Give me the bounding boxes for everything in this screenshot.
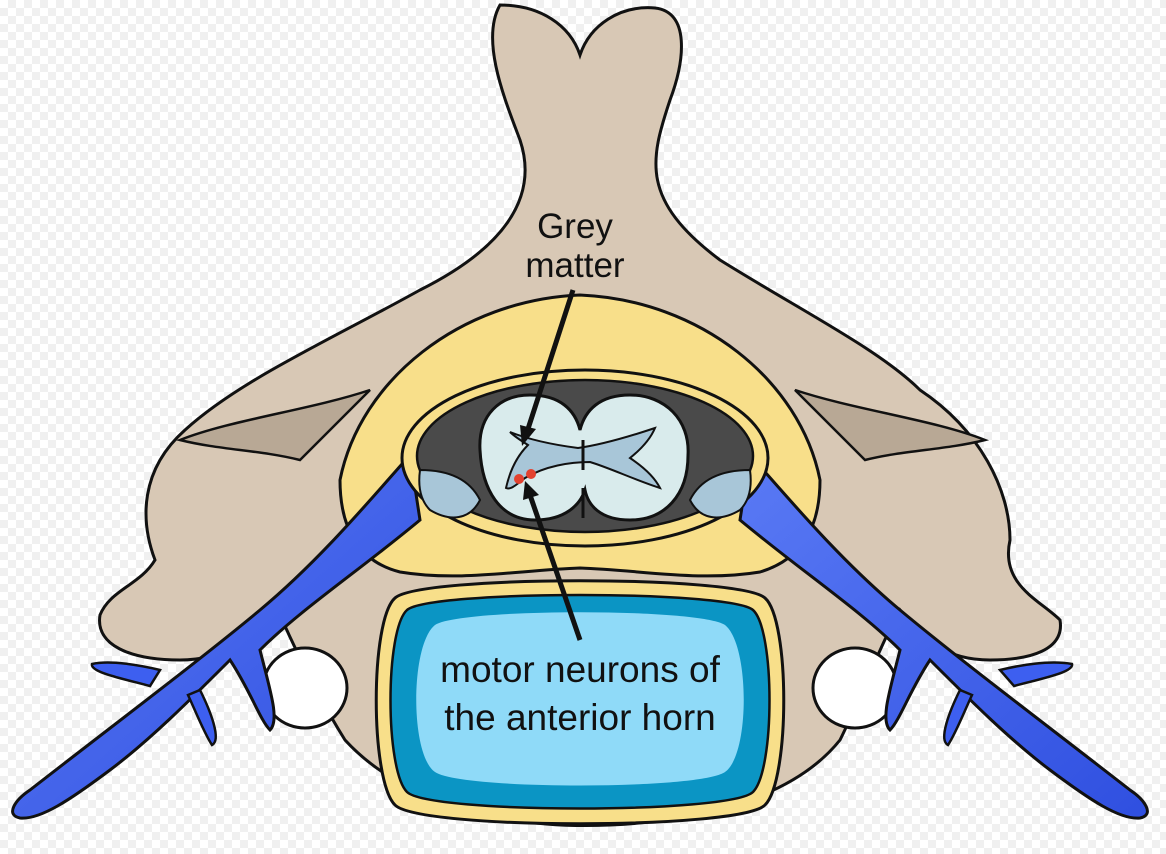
grey-matter-label: Grey matter	[470, 207, 680, 285]
left-nerve-branch	[90, 661, 162, 688]
left-nerve-branch-lower	[186, 688, 217, 747]
motor-neurons-label-line-2: the anterior horn	[444, 697, 716, 739]
left-spinal-nerve	[11, 451, 422, 820]
motor-neurons-label-line-1: motor neurons of	[440, 649, 720, 690]
right-spinal-nerve	[738, 451, 1149, 820]
right-process-shade	[794, 388, 990, 462]
grey-matter-arrow	[524, 289, 576, 433]
motor-neuron-dot	[526, 469, 536, 479]
left-foramen	[261, 646, 349, 730]
grey-matter-arrowhead	[520, 425, 536, 446]
right-nerve-branch	[997, 661, 1074, 688]
arachnoid-right	[688, 468, 752, 519]
motor-neuron-arrowhead	[523, 481, 539, 500]
motor-neuron-dot	[514, 474, 524, 484]
arachnoid-left	[418, 468, 482, 519]
disc-nucleus	[416, 612, 744, 786]
left-process-shade	[175, 388, 371, 462]
grey-matter-label-line-2: matter	[525, 245, 625, 285]
grey-matter-label-line-1: Grey	[537, 207, 613, 246]
motor-neurons-label: motor neurons of the anterior horn	[395, 646, 765, 742]
right-foramen	[811, 646, 899, 730]
right-nerve-branch-lower	[943, 688, 974, 747]
motor-neuron-arrow	[527, 494, 583, 641]
